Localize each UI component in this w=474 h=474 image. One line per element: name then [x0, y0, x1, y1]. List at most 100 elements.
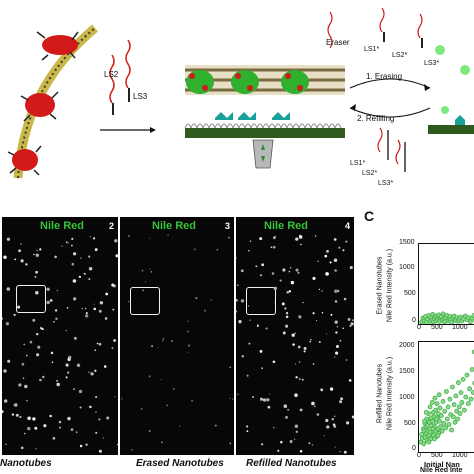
fluorescence-spot — [116, 444, 118, 446]
panel-letter-c: C — [364, 208, 375, 224]
top-label-ls3: LS3* — [424, 60, 440, 67]
fluorescence-spot — [76, 363, 81, 367]
fluorescence-spot — [42, 375, 45, 379]
scatter-plot-refilled — [418, 341, 474, 453]
fluorescence-spot — [85, 443, 88, 446]
fluorescence-spot — [54, 255, 57, 259]
scatter-point — [451, 402, 457, 408]
step-refilling-label: 2. Refilling — [357, 114, 395, 123]
fluorescence-spot — [318, 288, 321, 291]
fluorescence-spot — [312, 276, 316, 280]
fluorescence-spot — [29, 340, 33, 344]
x-axis-label-line2: Nile Red Inte — [420, 467, 463, 474]
fluorescence-spot — [237, 284, 239, 286]
bottom-label-ls1: LS1* — [350, 160, 366, 167]
fluorescence-spot — [140, 407, 143, 410]
fluorescence-spot — [71, 262, 75, 266]
fluorescence-spot — [78, 275, 82, 279]
fluorescence-spot — [35, 291, 39, 295]
scatter-point — [432, 395, 438, 401]
fluorescence-spot — [179, 425, 181, 427]
fluorescence-spot — [83, 272, 86, 275]
fluorescence-spot — [67, 371, 70, 374]
fluorescence-spot — [284, 307, 287, 310]
fluorescence-spot — [93, 303, 95, 305]
fluorescence-spot — [73, 297, 77, 301]
fluorescence-spot — [294, 393, 298, 397]
fluorescence-spot — [56, 289, 58, 292]
scatter-point — [457, 411, 463, 416]
fluorescence-spot — [66, 307, 69, 309]
fluorescence-spot — [323, 435, 325, 437]
fluorescence-spot — [238, 320, 242, 324]
fluorescence-spot — [13, 313, 16, 317]
fluorescence-spot — [261, 263, 265, 267]
fluorescence-spot — [70, 428, 74, 431]
fluorescence-spot — [171, 340, 173, 342]
fluorescence-spot — [330, 313, 333, 316]
fluorescence-spot — [289, 266, 292, 269]
scatter-point — [464, 372, 470, 378]
scatter-point — [468, 319, 473, 324]
fluorescence-spot — [73, 336, 77, 340]
fluorescence-spot — [249, 240, 252, 242]
fluorescence-spots — [0, 236, 118, 453]
fluorescence-spot — [342, 327, 345, 330]
fluorescence-spot — [216, 248, 219, 251]
scatter-point — [435, 433, 441, 438]
scatter-point — [449, 320, 454, 324]
scatter-point — [468, 396, 474, 402]
fluorescence-spot — [36, 332, 39, 336]
fluorescence-spot — [14, 403, 18, 407]
tick-label: 1000 — [399, 394, 415, 401]
fluorescence-spot — [334, 415, 336, 417]
fluorescence-spot — [81, 308, 83, 310]
fluorescence-spot — [50, 351, 54, 355]
fluorescence-spot — [34, 275, 37, 278]
scatter-point — [456, 404, 462, 410]
scatter-point — [450, 414, 456, 420]
scatter-point — [437, 405, 443, 411]
fluorescence-spot — [187, 320, 189, 322]
scatter-point — [438, 413, 444, 419]
scatter-point — [445, 404, 451, 410]
scatter-point — [453, 393, 459, 399]
fluorescence-spot — [339, 400, 343, 404]
fluorescence-spot — [172, 387, 175, 390]
micrograph-panel-2: Nile Red 3 — [120, 217, 234, 455]
fluorescence-spot — [20, 446, 24, 450]
fluorescence-spot — [337, 289, 340, 293]
fluorescence-spot — [352, 319, 354, 321]
fluorescence-spot — [85, 312, 88, 315]
scatter-point — [421, 441, 427, 447]
fluorescence-spot — [71, 244, 73, 247]
fluorescence-spot — [37, 345, 41, 349]
schematic-illustration — [7, 7, 474, 179]
fluorescence-spot — [320, 388, 324, 392]
fluorescence-spot — [4, 399, 8, 403]
fluorescence-spot — [240, 299, 245, 303]
tick-label: 1000 — [399, 264, 415, 271]
micrograph-title: Nile Red — [40, 220, 85, 232]
fluorescence-spot — [43, 424, 47, 428]
fluorescence-spot — [321, 311, 324, 314]
fluorescence-spot — [149, 268, 151, 270]
scatter-point — [439, 428, 445, 434]
fluorescence-spot — [249, 319, 251, 321]
fluorescence-spot — [297, 345, 301, 349]
fluorescence-spot — [150, 271, 153, 273]
micrograph-left-edge — [0, 217, 2, 455]
fluorescence-spot — [26, 399, 28, 402]
scatter-point — [446, 422, 452, 427]
fluorescence-spot — [329, 261, 332, 264]
tick-label: 1000 — [452, 452, 468, 459]
fluorescence-spot — [88, 266, 93, 271]
fluorescence-spot — [75, 431, 78, 434]
fluorescence-spot — [247, 249, 250, 252]
micrograph-title: Nile Red — [152, 220, 197, 232]
top-plot-ylabel-line2: Nile Red Intensity (a.u.) — [386, 248, 394, 323]
fluorescence-spot — [325, 272, 329, 276]
fluorescence-spot — [262, 398, 267, 402]
fluorescence-spots — [236, 234, 354, 454]
tick-label: 500 — [404, 290, 416, 297]
